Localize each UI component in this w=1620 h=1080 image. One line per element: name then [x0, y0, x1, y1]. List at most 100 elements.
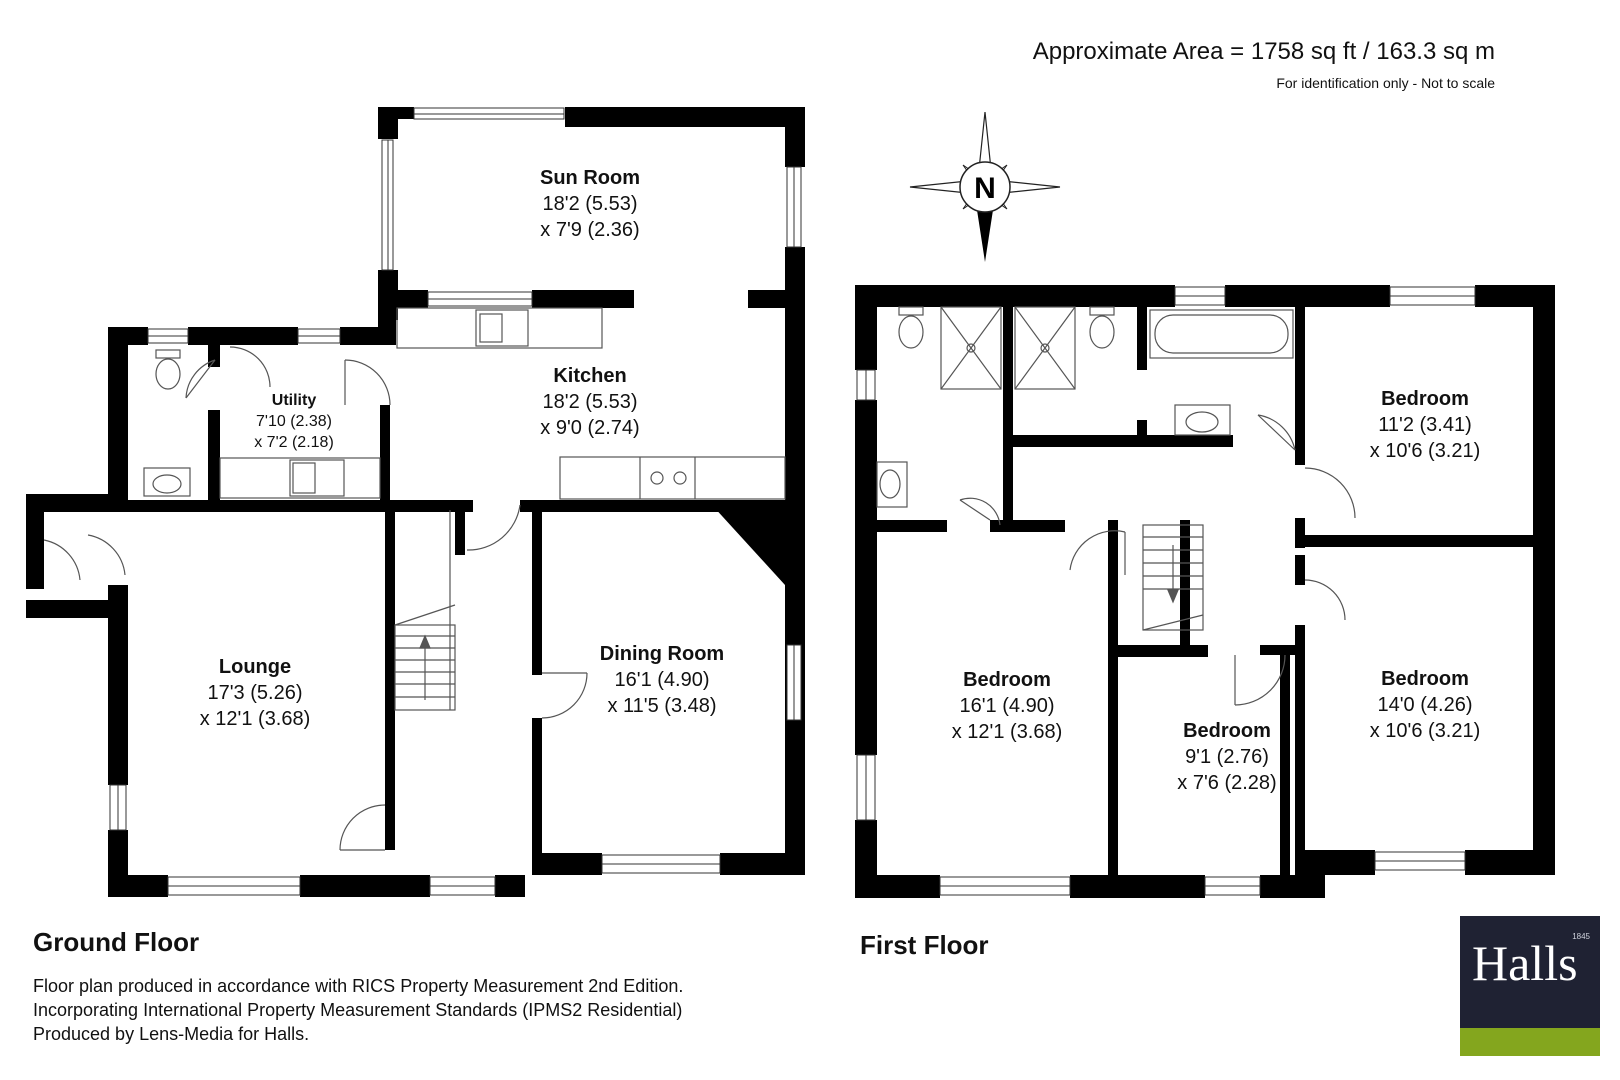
room-dimension: 16'1 (4.90)	[614, 669, 710, 691]
first-floor-label: First Floor	[860, 930, 989, 960]
compass-north-label: N	[974, 172, 996, 205]
window	[413, 107, 565, 115]
wall	[385, 505, 395, 850]
door-swing	[185, 359, 216, 399]
door-swing	[541, 672, 588, 719]
wall	[26, 600, 128, 618]
window	[856, 754, 867, 821]
room-dimension: x 10'6 (3.21)	[1369, 440, 1481, 462]
room-dimension: 9'1 (2.76)	[1185, 746, 1269, 768]
window	[297, 328, 341, 337]
wall	[1070, 875, 1205, 898]
window	[856, 369, 867, 401]
kitchen-sink	[475, 309, 529, 347]
hob-ring	[673, 471, 687, 485]
window	[1174, 286, 1226, 297]
room-dimension: x 12'1 (3.68)	[951, 721, 1063, 743]
wall	[855, 400, 877, 755]
room-label-bedroom-2: Bedroom 16'1 (4.90) x 12'1 (3.68)	[952, 667, 1063, 745]
room-label-kitchen: Kitchen 18'2 (5.53) x 9'0 (2.74)	[540, 363, 639, 441]
window	[109, 784, 119, 831]
room-label-sun-room: Sun Room 18'2 (5.53) x 7'9 (2.36)	[540, 165, 640, 243]
shower-tray	[940, 306, 1002, 390]
window	[381, 139, 389, 271]
door-swing	[229, 346, 271, 388]
window	[147, 335, 189, 344]
door-swing	[1304, 579, 1346, 621]
ground-floor-windows	[109, 107, 802, 896]
wall	[208, 410, 220, 507]
window	[865, 369, 876, 401]
wall	[1137, 300, 1147, 370]
first-floor-fixtures	[876, 306, 1356, 706]
room-label-bedroom-3: Bedroom 9'1 (2.76) x 7'6 (2.28)	[1177, 718, 1276, 796]
window	[117, 784, 127, 831]
approximate-area: Approximate Area = 1758 sq ft / 163.3 sq…	[1032, 38, 1495, 65]
wall	[1137, 420, 1147, 440]
door-swing	[1304, 467, 1356, 519]
room-dimension: 18'2 (5.53)	[542, 391, 638, 413]
ground-floor-fixtures	[43, 307, 786, 851]
wall	[1225, 285, 1390, 307]
window	[297, 335, 341, 344]
wall	[108, 500, 473, 512]
measurement-footnote: Floor plan produced in accordance with R…	[33, 976, 684, 1044]
window	[413, 113, 565, 120]
wall	[1108, 520, 1118, 875]
wall	[532, 505, 542, 675]
wc-cistern	[155, 349, 181, 359]
wall	[108, 830, 128, 875]
wall	[1003, 435, 1233, 447]
wall	[877, 520, 947, 532]
staircase	[1142, 524, 1204, 631]
room-label-lounge: Lounge 17'3 (5.26) x 12'1 (3.68)	[200, 654, 311, 732]
room-label-bedroom-1: Bedroom 11'2 (3.41) x 10'6 (3.21)	[1370, 386, 1481, 464]
wall	[855, 875, 940, 898]
window	[147, 328, 189, 337]
room-label-bedroom-4: Bedroom 14'0 (4.26) x 10'6 (3.21)	[1370, 666, 1481, 744]
halls-logo: Halls 1845	[1460, 916, 1600, 1056]
wall	[748, 290, 805, 308]
wall	[1295, 555, 1305, 585]
wall	[188, 327, 298, 345]
wall	[208, 327, 220, 367]
wall	[108, 327, 148, 345]
wall	[1108, 645, 1208, 657]
wall	[26, 494, 128, 512]
window	[601, 854, 721, 865]
room-dimension: 11'2 (3.41)	[1378, 414, 1472, 436]
staircase	[394, 624, 456, 711]
logo-wordmark: Halls	[1472, 935, 1578, 991]
wall	[1295, 518, 1305, 548]
ground-floor-walls	[26, 107, 805, 897]
wall	[565, 107, 805, 127]
door-swing	[344, 359, 391, 406]
shower-tray	[1014, 306, 1076, 390]
wall	[108, 327, 128, 507]
door	[185, 359, 216, 399]
window	[427, 291, 533, 300]
chimney-breast	[712, 505, 805, 585]
wall	[1260, 875, 1325, 898]
window	[1174, 295, 1226, 306]
room-label-dining-room: Dining Room 16'1 (4.90) x 11'5 (3.48)	[600, 641, 724, 719]
room-dimension: x 12'1 (3.68)	[199, 708, 311, 730]
wall	[532, 853, 602, 875]
room-dimension: x 7'9 (2.36)	[540, 219, 640, 241]
wc-basin	[152, 474, 182, 494]
room-dimension: 17'3 (5.26)	[207, 682, 303, 704]
toilet-cistern	[898, 306, 924, 316]
room-dimension: x 9'0 (2.74)	[540, 417, 640, 439]
window	[601, 863, 721, 874]
room-name: Bedroom	[1381, 668, 1469, 690]
toilet	[898, 315, 924, 349]
wall	[1305, 850, 1375, 875]
room-name: Bedroom	[1183, 720, 1271, 742]
room-dimension: x 7'2 (2.18)	[254, 434, 334, 451]
room-name: Sun Room	[540, 167, 640, 189]
window	[1204, 876, 1261, 887]
room-name: Bedroom	[963, 669, 1051, 691]
room-name: Kitchen	[553, 365, 627, 387]
window	[793, 166, 802, 248]
